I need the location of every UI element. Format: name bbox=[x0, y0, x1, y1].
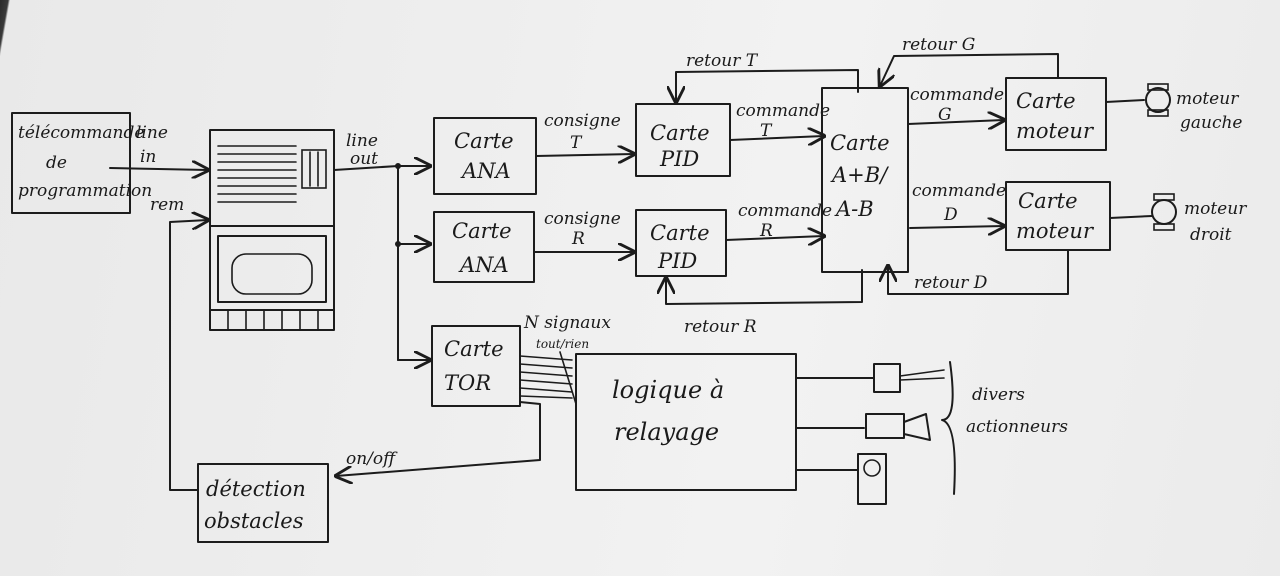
motor-card-g: Carte moteur bbox=[1005, 77, 1107, 151]
commande-t-label-2: T bbox=[760, 121, 773, 141]
actuator-lamp-icon bbox=[857, 453, 887, 505]
ana-t-label-1: Carte bbox=[454, 129, 514, 153]
pid-r-label-1: Carte bbox=[650, 221, 710, 245]
tor-label-1: Carte bbox=[444, 337, 504, 361]
obstacle-label-1: détection bbox=[206, 477, 306, 501]
line-in-arrow bbox=[109, 168, 208, 170]
obstacle-detection-block: détection obstacles bbox=[197, 463, 329, 543]
line-in-label-2: in bbox=[140, 147, 156, 167]
commande-t-arrow bbox=[729, 136, 824, 140]
mixer-label-2: A+B/ bbox=[830, 163, 889, 187]
actuator-horn-icon bbox=[865, 413, 931, 441]
pid-t-label-2: PID bbox=[659, 147, 699, 171]
consigne-r-label-2: R bbox=[571, 229, 585, 249]
ana-card-t: Carte ANA bbox=[433, 117, 537, 195]
relay-logic-block: logique à relayage bbox=[575, 353, 797, 491]
mixer-label-1: Carte bbox=[830, 131, 890, 155]
line-out-label-1: line bbox=[346, 131, 378, 151]
retour-d-loop bbox=[888, 249, 1069, 295]
pid-t-label-1: Carte bbox=[650, 121, 710, 145]
consigne-t-label-2: T bbox=[570, 133, 583, 153]
n-signaux-label-2: tout/rien bbox=[536, 337, 589, 351]
retour-r-loop bbox=[666, 269, 863, 305]
on-off-label: on/off bbox=[346, 449, 398, 469]
ana-card-r: Carte ANA bbox=[433, 211, 535, 283]
line-in-label-1: line bbox=[136, 123, 168, 143]
relay-label-1: logique à bbox=[612, 376, 724, 404]
rem-label: rem bbox=[150, 195, 184, 215]
on-off-arrow bbox=[336, 401, 541, 476]
commande-d-label-1: commande bbox=[912, 181, 1006, 201]
motor-card-d: Carte moteur bbox=[1005, 181, 1111, 251]
commande-t-label-1: commande bbox=[736, 101, 830, 121]
motor-d-icon bbox=[1151, 193, 1177, 231]
pid-card-r: Carte PID bbox=[635, 209, 727, 277]
pid-r-label-2: PID bbox=[657, 249, 697, 273]
remote-label-line3: programmation bbox=[18, 181, 152, 201]
pid-card-t: Carte PID bbox=[635, 103, 731, 177]
line-out-label-2: out bbox=[350, 149, 378, 169]
tor-signal-bus bbox=[519, 351, 577, 405]
retour-d-label: retour D bbox=[914, 273, 988, 293]
actionneurs-label: actionneurs bbox=[966, 417, 1068, 437]
actuators-bracket bbox=[941, 361, 956, 495]
tor-card: Carte TOR bbox=[431, 325, 521, 407]
relay-label-2: relayage bbox=[614, 418, 719, 446]
mixer-label-3: A-B bbox=[834, 197, 874, 221]
cassette-player-icon bbox=[209, 129, 335, 331]
commande-r-arrow bbox=[725, 236, 824, 240]
ana-t-label-2: ANA bbox=[460, 159, 511, 183]
wire-motor-d bbox=[1109, 215, 1153, 219]
motor-g-icon bbox=[1145, 83, 1171, 117]
motor-card-g-label-1: Carte bbox=[1016, 89, 1076, 113]
tor-label-2: TOR bbox=[444, 371, 491, 395]
motor-card-g-label-2: moteur bbox=[1016, 119, 1095, 143]
consigne-r-label-1: consigne bbox=[544, 209, 621, 229]
moteur-droit-label-2: droit bbox=[1190, 225, 1232, 245]
moteur-gauche-label-1: moteur bbox=[1176, 89, 1239, 109]
line-out-wire bbox=[333, 165, 399, 171]
remote-label-line2: de bbox=[46, 153, 67, 173]
retour-r-label: retour R bbox=[684, 317, 757, 337]
commande-g-label-2: G bbox=[938, 105, 952, 125]
commande-g-label-1: commande bbox=[910, 85, 1004, 105]
moteur-droit-label-1: moteur bbox=[1184, 199, 1247, 219]
motor-card-d-label-1: Carte bbox=[1018, 189, 1078, 213]
wire-motor-g bbox=[1105, 99, 1145, 103]
consigne-t-label-1: consigne bbox=[544, 111, 621, 131]
actuator-piston-icon bbox=[873, 363, 945, 393]
rem-feedback-arrow bbox=[169, 220, 208, 491]
commande-d-label-2: D bbox=[943, 205, 958, 225]
commande-d-arrow bbox=[909, 226, 1004, 228]
motor-card-d-label-2: moteur bbox=[1016, 219, 1095, 243]
retour-t-loop bbox=[676, 69, 859, 102]
retour-g-loop bbox=[880, 53, 1059, 86]
consigne-t-arrow bbox=[535, 154, 634, 156]
n-signaux-label-1: N signaux bbox=[523, 313, 611, 333]
ana-r-label-2: ANA bbox=[458, 253, 509, 277]
remote-label-line1: télécommande bbox=[18, 123, 144, 143]
ana-r-label-1: Carte bbox=[452, 219, 512, 243]
obstacle-label-2: obstacles bbox=[204, 509, 304, 533]
retour-g-label: retour G bbox=[902, 35, 975, 55]
remote-control-block: télécommande de programmation bbox=[11, 112, 152, 214]
commande-r-label-2: R bbox=[759, 221, 773, 241]
commande-r-label-1: commande bbox=[738, 201, 832, 221]
moteur-gauche-label-2: gauche bbox=[1180, 113, 1243, 133]
divers-label: divers bbox=[972, 385, 1025, 405]
retour-t-label: retour T bbox=[686, 51, 759, 71]
mixer-card: Carte A+B/ A-B bbox=[821, 87, 909, 273]
commande-g-arrow bbox=[907, 120, 1004, 124]
